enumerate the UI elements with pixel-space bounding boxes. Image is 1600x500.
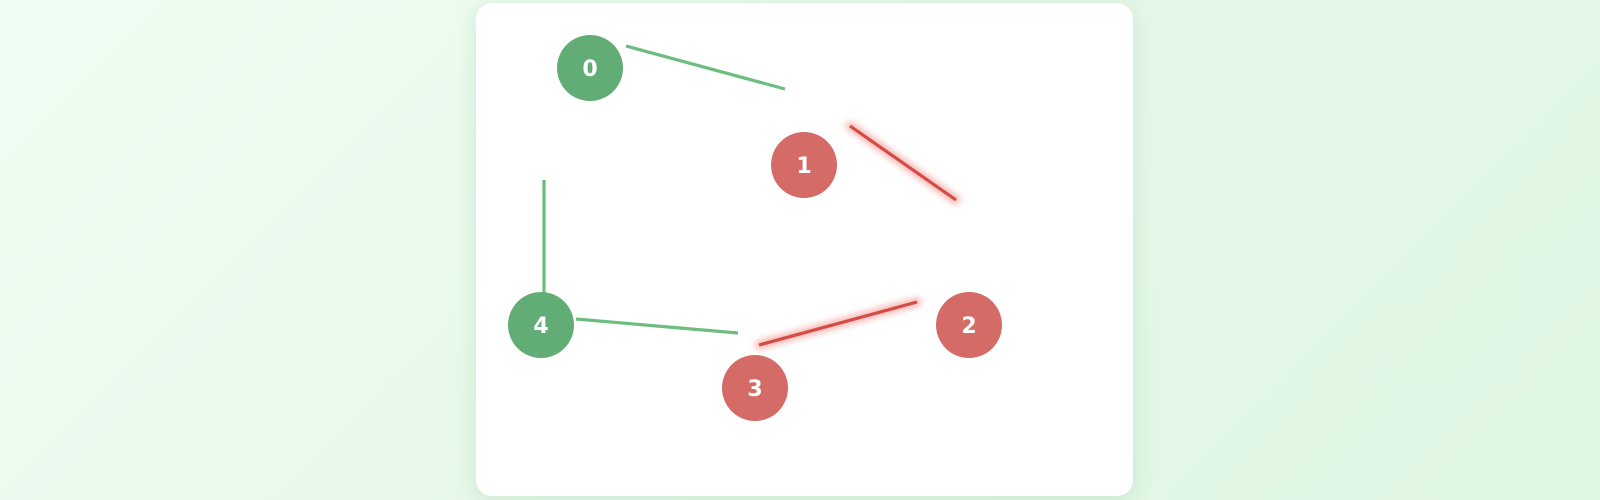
node-circle-0 [557,35,623,101]
node-circle-1 [771,132,837,198]
edge-3-4 [575,317,739,335]
graph-node-1[interactable]: 1 [771,132,837,198]
node-label-2: 2 [961,314,976,339]
node-circle-3 [722,355,788,421]
edges-layer [542,44,961,350]
node-circle-2 [936,292,1002,358]
nodes-layer: 0 1 2 3 4 [508,35,1002,421]
node-circle-4 [508,292,574,358]
node-label-0: 0 [582,57,597,82]
graph-node-0[interactable]: 0 [557,35,623,101]
graph-node-2[interactable]: 2 [936,292,1002,358]
node-label-1: 1 [796,154,811,179]
edge-0-1 [625,44,786,91]
graph-node-4[interactable]: 4 [508,292,574,358]
edge-2-3 [758,300,918,347]
graph-canvas: 0 1 2 3 4 [508,35,1002,421]
graph-node-3[interactable]: 3 [722,355,788,421]
edge-1-2 [849,124,957,202]
node-label-4: 4 [533,314,548,339]
graph-card: 0 1 2 3 4 [476,3,1133,496]
node-label-3: 3 [747,377,762,402]
